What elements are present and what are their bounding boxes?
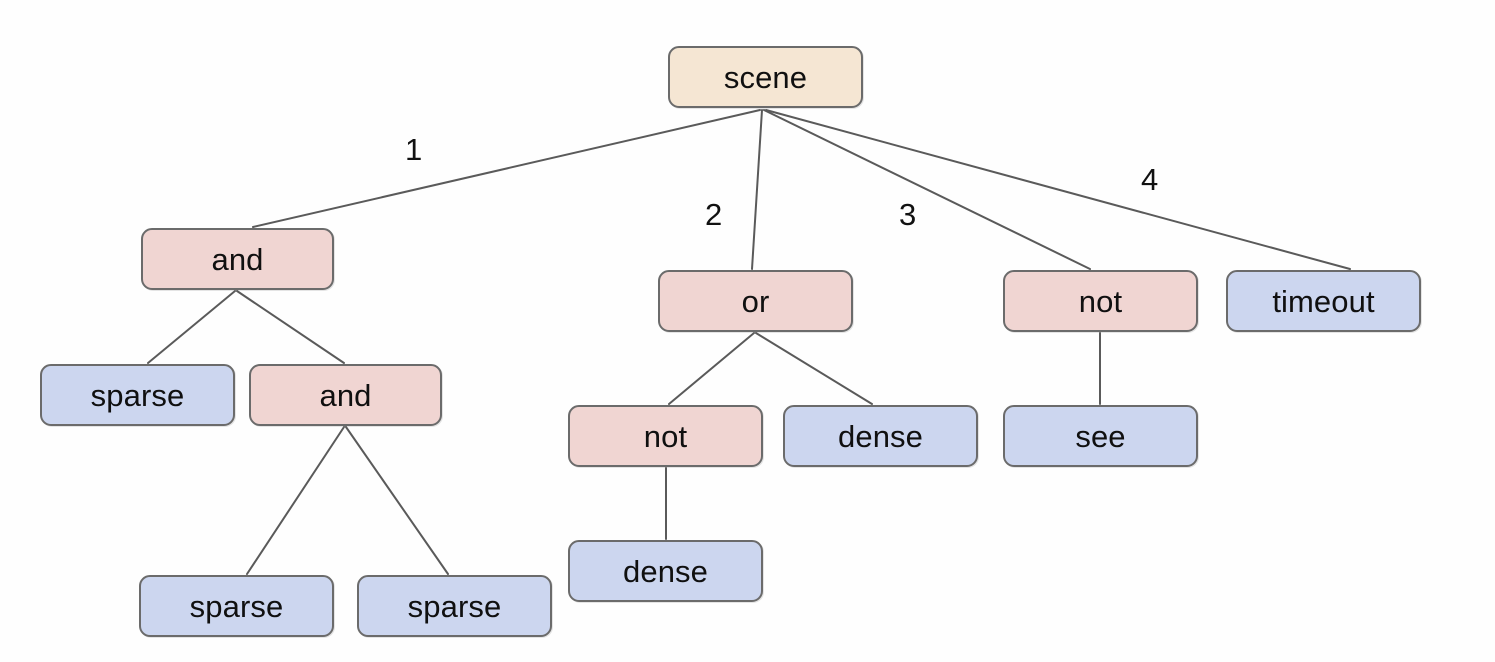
- tree-node-not1[interactable]: not: [568, 405, 763, 467]
- tree-node-label: dense: [623, 553, 708, 589]
- tree-node-not2[interactable]: not: [1003, 270, 1198, 332]
- tree-edge-scene-to-or1: [751, 109, 763, 270]
- tree-node-dense2[interactable]: dense: [568, 540, 763, 602]
- tree-edge-and2-to-sparse2: [246, 426, 345, 575]
- tree-node-or1[interactable]: or: [658, 270, 853, 332]
- tree-node-label: dense: [838, 418, 923, 454]
- tree-node-label: sparse: [90, 377, 185, 413]
- tree-node-sparse3[interactable]: sparse: [357, 575, 552, 637]
- edge-label-1: 1: [405, 132, 423, 167]
- tree-node-and1[interactable]: and: [141, 228, 334, 290]
- edge-label-4: 4: [1141, 162, 1159, 197]
- tree-edge-scene-to-timeout1: [765, 109, 1351, 270]
- tree-node-label: and: [319, 377, 372, 413]
- tree-node-and2[interactable]: and: [249, 364, 442, 426]
- tree-edge-scene-to-and1: [252, 109, 761, 228]
- edge-label-3: 3: [899, 197, 917, 232]
- edge-label-2: 2: [705, 197, 723, 232]
- tree-node-see1[interactable]: see: [1003, 405, 1198, 467]
- tree-node-scene[interactable]: scene: [668, 46, 863, 108]
- tree-node-sparse2[interactable]: sparse: [139, 575, 334, 637]
- tree-node-label: timeout: [1272, 283, 1375, 319]
- tree-node-label: or: [741, 283, 770, 319]
- tree-node-label: sparse: [407, 588, 502, 624]
- tree-edge-and2-to-sparse3: [345, 426, 449, 575]
- tree-edge-and1-to-and2: [236, 290, 345, 364]
- tree-node-label: and: [211, 241, 264, 277]
- tree-node-label: see: [1075, 418, 1126, 454]
- tree-node-sparse1[interactable]: sparse: [40, 364, 235, 426]
- tree-node-timeout1[interactable]: timeout: [1226, 270, 1421, 332]
- tree-node-label: sparse: [189, 588, 284, 624]
- tree-edge-or1-to-dense1: [755, 332, 873, 405]
- tree-node-label: not: [643, 418, 688, 454]
- tree-edge-and1-to-sparse1: [147, 290, 236, 364]
- tree-edge-or1-to-not1: [668, 332, 755, 405]
- tree-edge-scene-to-not2: [763, 109, 1091, 270]
- tree-node-label: not: [1078, 283, 1123, 319]
- tree-node-dense1[interactable]: dense: [783, 405, 978, 467]
- tree-node-label: scene: [723, 59, 808, 95]
